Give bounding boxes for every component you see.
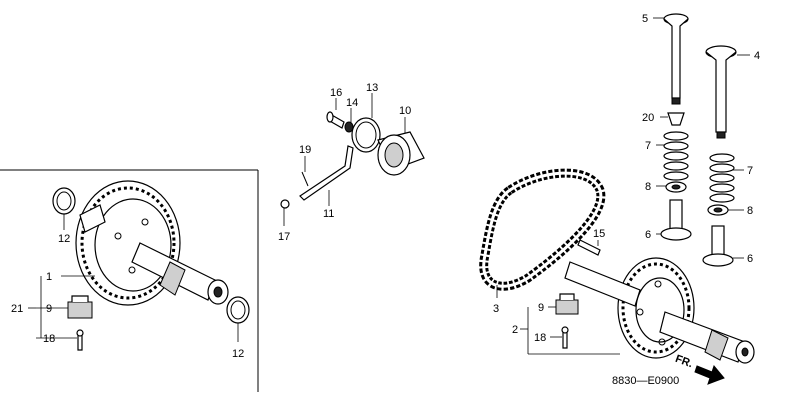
left-callout-leaders	[28, 214, 239, 342]
tappet-6-left	[660, 199, 692, 241]
callout-21: 21	[11, 303, 23, 315]
camshaft-front-stub	[564, 261, 641, 307]
callout-18-right: 18	[534, 332, 546, 344]
valve-5	[663, 13, 689, 105]
governor-arm-11	[299, 145, 354, 201]
shaft-back-stub	[79, 204, 106, 233]
callout-17: 17	[278, 231, 290, 243]
callout-7-left: 7	[645, 140, 651, 152]
drawing-code: 8830—E0900	[612, 375, 679, 387]
front-label: FR.	[674, 353, 695, 370]
valve-spring-7-left	[663, 131, 689, 181]
bolt-16	[326, 111, 345, 129]
callout-13: 13	[366, 82, 378, 94]
callout-16: 16	[330, 87, 342, 99]
callout-12-top: 12	[58, 233, 70, 245]
callout-3: 3	[493, 303, 499, 315]
middle-callout-leaders	[283, 93, 406, 226]
callout-4: 4	[754, 50, 760, 62]
cover-10	[377, 131, 425, 176]
callout-15: 15	[593, 228, 605, 240]
valve-4	[705, 45, 737, 139]
weight-9-left	[67, 295, 93, 319]
washer-17	[280, 199, 290, 209]
callout-19: 19	[299, 144, 311, 156]
pin-19	[301, 171, 309, 187]
washer-14	[344, 121, 354, 133]
right-assembly	[479, 13, 755, 385]
pin-18-right	[561, 326, 569, 349]
valve-spring-7-right	[709, 153, 735, 203]
callout-2: 2	[512, 324, 518, 336]
callout-9-left: 9	[46, 303, 52, 315]
seal-ring-13	[351, 117, 381, 153]
callout-1: 1	[46, 271, 52, 283]
washer-12-bottom	[226, 296, 250, 324]
callout-6-left: 6	[645, 229, 651, 241]
left-panel-frame	[0, 169, 259, 392]
spring-seat-8-left	[665, 181, 687, 193]
left-camshaft-gear-assembly	[52, 180, 250, 351]
washer-12-top	[52, 187, 76, 215]
pin-18-left	[76, 329, 84, 351]
callout-12-bottom: 12	[232, 348, 244, 360]
weight-9-right	[555, 293, 579, 315]
pin-15	[577, 239, 601, 256]
timing-chain-3	[479, 168, 606, 291]
callout-14: 14	[346, 97, 358, 109]
camshaft-body-right	[659, 311, 746, 363]
cam-sprocket	[617, 257, 695, 359]
callout-9-right: 9	[538, 302, 544, 314]
callout-18-left: 18	[43, 333, 55, 345]
callout-11: 11	[323, 208, 334, 220]
callout-10: 10	[399, 105, 411, 117]
callout-7-right: 7	[747, 165, 753, 177]
middle-governor-assembly	[280, 111, 425, 209]
callout-5: 5	[642, 13, 648, 25]
callout-6-right: 6	[747, 253, 753, 265]
callout-8-left: 8	[645, 181, 651, 193]
cam-lobe	[159, 261, 186, 296]
spring-seat-8-right	[707, 204, 729, 216]
cam-lobe-right	[704, 329, 729, 361]
callout-20: 20	[642, 112, 654, 124]
callout-labels: 1 9 21 18 12 12 16 14 13 10 19 11 17 5 4…	[11, 13, 760, 387]
callout-8-right: 8	[747, 205, 753, 217]
front-direction-arrow	[694, 364, 725, 385]
right-callout-leaders	[496, 17, 750, 355]
retainer-20	[667, 112, 685, 126]
tappet-6-right	[702, 225, 734, 267]
